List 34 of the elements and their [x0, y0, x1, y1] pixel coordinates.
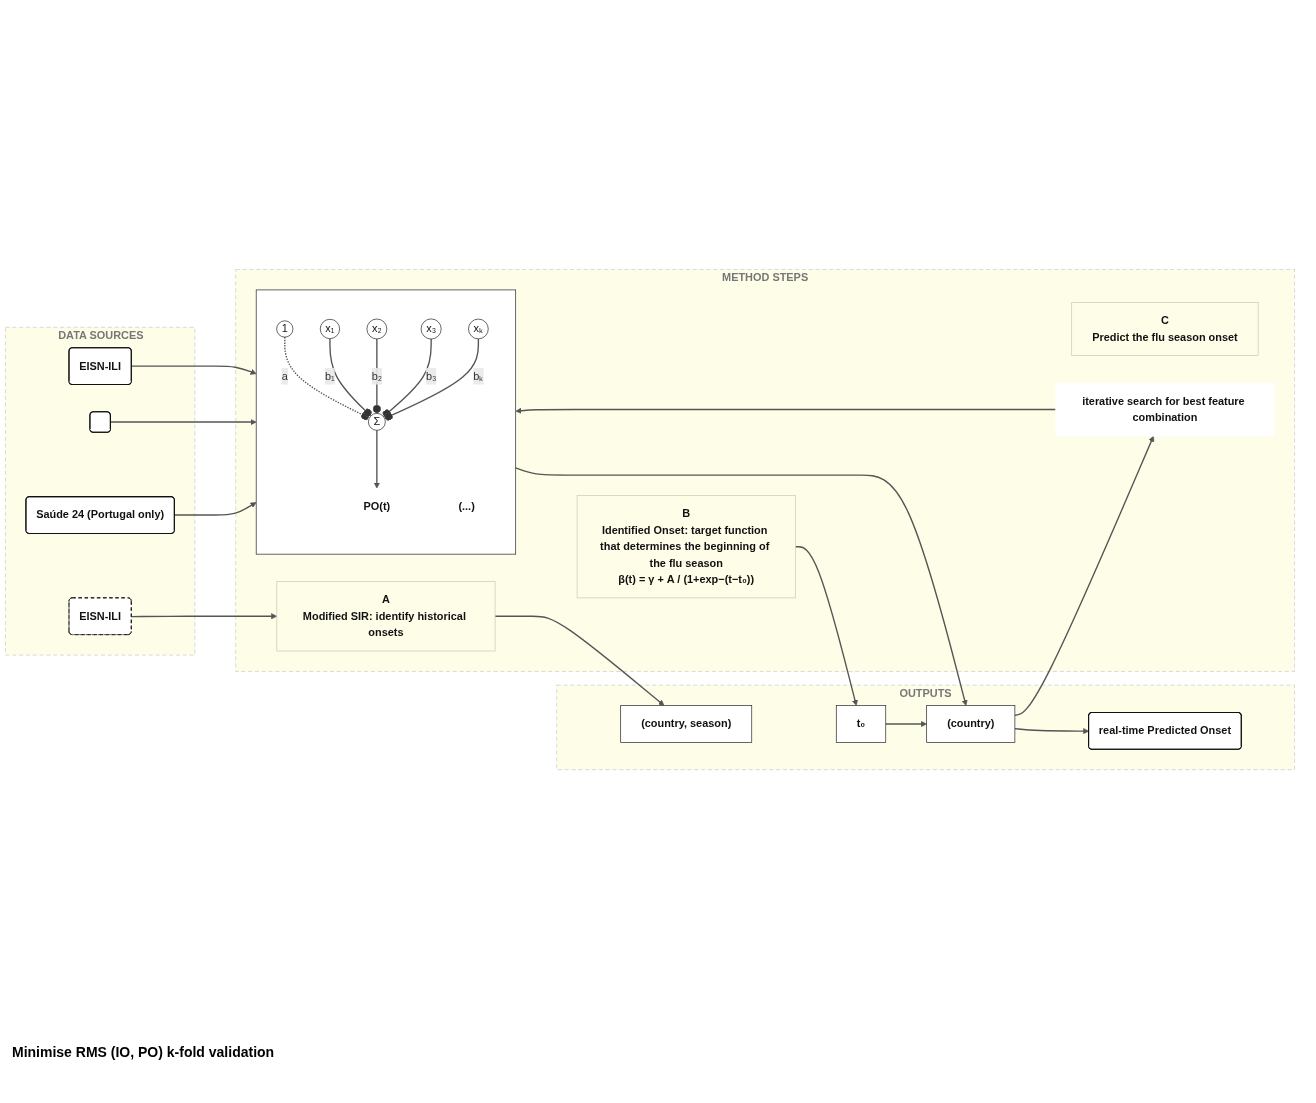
node-circle: x₁	[319, 319, 340, 340]
node-box: t₀	[835, 705, 887, 744]
node-circle: x₃	[420, 319, 442, 340]
node-circle: xₖ	[468, 319, 489, 340]
edge-label: b₃	[425, 370, 437, 383]
connector	[372, 338, 381, 415]
node-text: PO(t)	[363, 501, 391, 513]
node-box: A Modified SIR: identify historical onsets	[276, 581, 496, 652]
node-circle: 1	[276, 320, 294, 338]
arrow	[515, 467, 968, 707]
node-box: (country, season)	[620, 705, 753, 744]
node-box: (country)	[926, 705, 1016, 744]
cluster	[255, 290, 517, 555]
edge-label: b₂	[371, 370, 383, 383]
connector	[329, 338, 372, 418]
node-box: iterative search for best feature combination	[1055, 383, 1275, 437]
arrow	[885, 721, 927, 728]
edge-label: a	[281, 370, 288, 383]
arrow	[373, 430, 380, 490]
node-circle: x₂	[366, 319, 388, 340]
edge-label: bₖ	[473, 370, 484, 383]
node-circle: Σ	[368, 413, 386, 432]
arrow	[794, 546, 858, 707]
connector	[383, 338, 480, 422]
node-box: C Predict the flu season onset	[1071, 302, 1259, 357]
arrow	[1014, 436, 1155, 717]
arrow	[130, 613, 278, 620]
note-text: Minimise RMS (IO, PO) k-fold validation	[12, 1044, 276, 1060]
edge-label: b₁	[325, 370, 335, 383]
node-box: B Identified Onset: target function that determines the beginning of the flu season β(t) = γ + A / (1+exp−(t−t₀))	[576, 495, 796, 599]
arrow	[494, 615, 665, 707]
node-text: (...)	[458, 501, 475, 513]
connector	[284, 336, 370, 421]
arrow	[515, 408, 1057, 415]
